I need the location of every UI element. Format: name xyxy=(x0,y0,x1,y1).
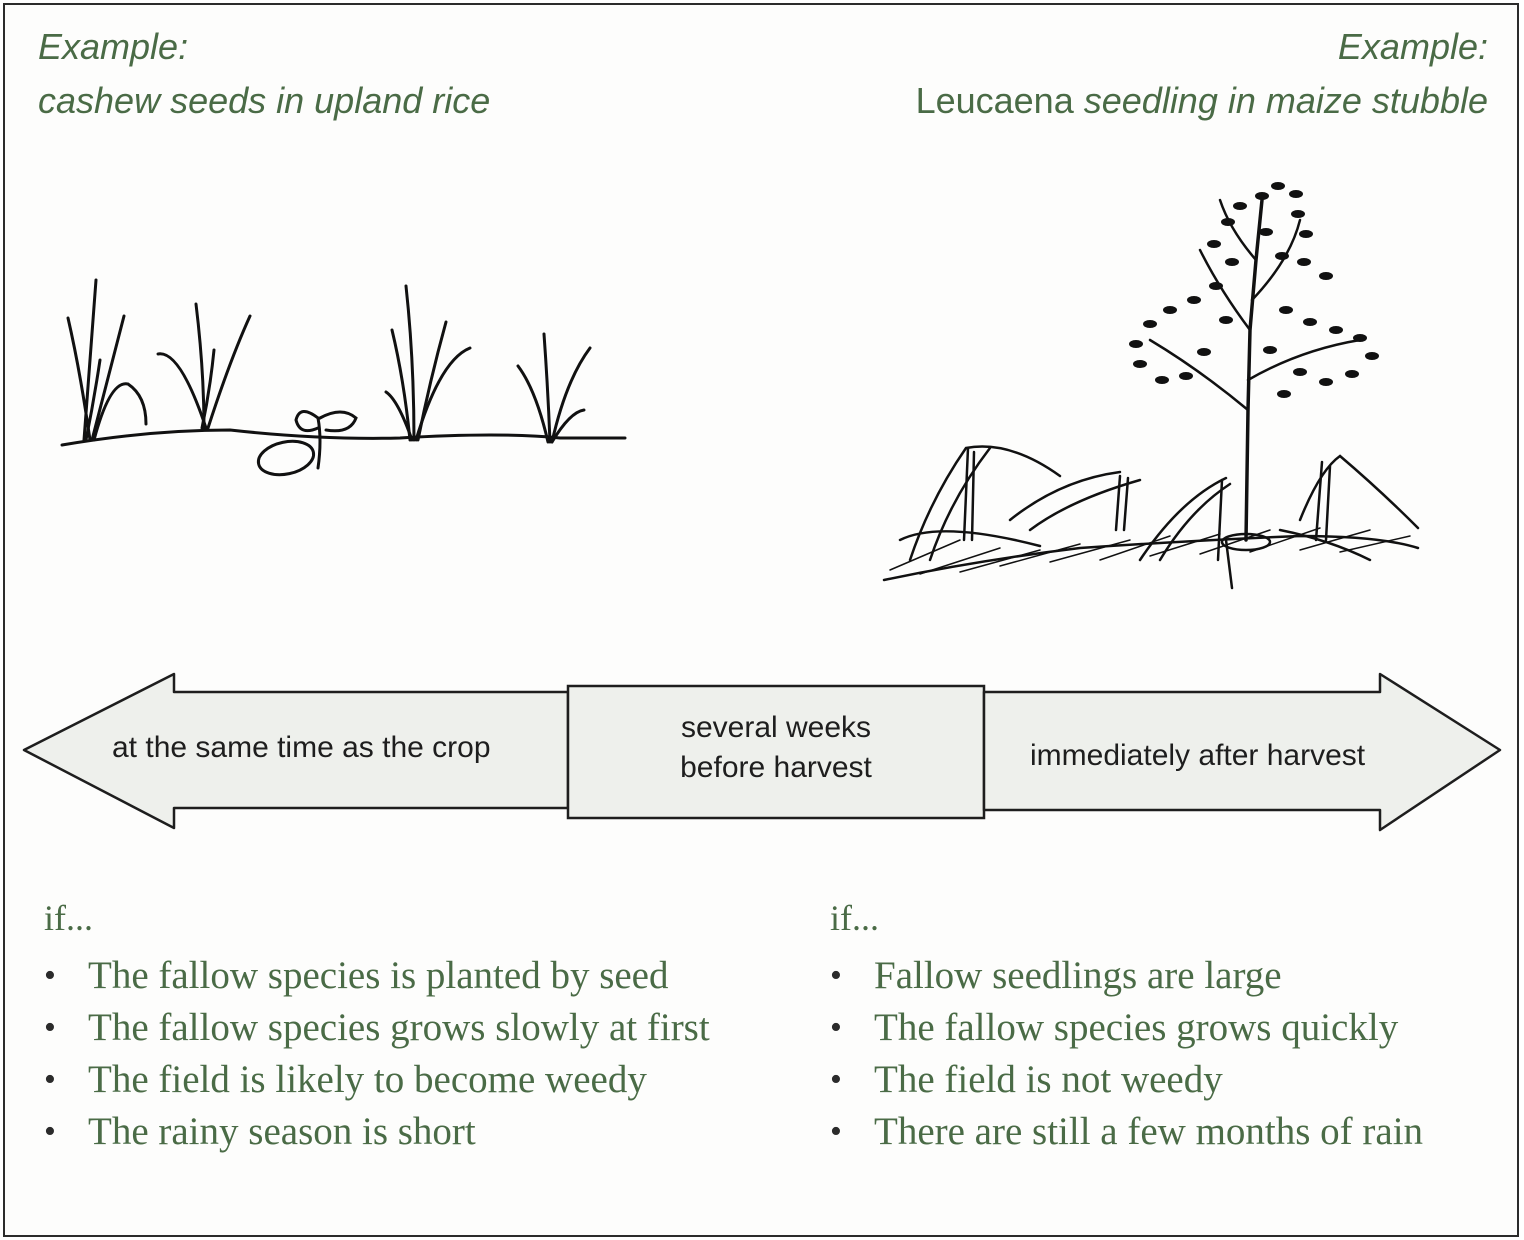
example-right: Example: Leucaena seedling in maize stub… xyxy=(916,20,1488,128)
bullet-icon: • xyxy=(830,1009,842,1046)
bullet-icon: • xyxy=(44,1113,56,1150)
timeline-arrow xyxy=(22,672,1502,832)
maize-stubble-icon xyxy=(898,445,1420,590)
ground-hatching xyxy=(889,527,1411,575)
arrow-middle-box xyxy=(566,684,986,820)
ground-line-right xyxy=(882,534,1420,582)
list-item-text: The field is likely to become weedy xyxy=(88,1058,647,1101)
example-right-caption: Leucaena seedling in maize stubble xyxy=(916,74,1488,128)
arrow-right-label: immediately after harvest xyxy=(1030,739,1366,772)
arrow-middle-line-1: several weeks xyxy=(680,711,872,744)
leucaena-in-stubble-illustration xyxy=(882,182,1420,590)
arrow-middle-label: several weeks before harvest xyxy=(568,708,984,788)
example-right-heading: Example: xyxy=(1337,26,1488,67)
list-item: • There are still a few months of rain xyxy=(830,1106,1510,1158)
rice-plant-1-icon xyxy=(66,278,148,442)
list-item-text: There are still a few months of rain xyxy=(874,1110,1424,1153)
arrow-right-head-icon xyxy=(982,672,1502,832)
example-left-heading: Example: xyxy=(38,26,189,67)
bullet-icon: • xyxy=(830,957,842,994)
figure-frame xyxy=(3,3,1519,1237)
bullet-icon: • xyxy=(44,957,56,994)
conditions-right-list: • Fallow seedlings are large • The fallow … xyxy=(830,950,1510,1158)
tree-icon xyxy=(1148,198,1362,552)
rice-plant-3-icon xyxy=(384,284,472,442)
list-item: • The fallow species grows quickly xyxy=(830,1002,1510,1054)
list-item: • The fallow species grows slowly at firs… xyxy=(44,1002,784,1054)
list-item: • The rainy season is short xyxy=(44,1106,784,1158)
bullet-icon: • xyxy=(830,1061,842,1098)
bullet-icon: • xyxy=(830,1113,842,1150)
bullet-icon: • xyxy=(44,1009,56,1046)
example-left: Example: cashew seeds in upland rice xyxy=(38,20,490,128)
example-right-caption-italic: seedling in maize stubble xyxy=(1083,80,1488,121)
example-right-caption-plain: Leucaena xyxy=(915,80,1074,121)
arrow-left-label: at the same time as the crop xyxy=(112,731,491,764)
list-item-text: Fallow seedlings are large xyxy=(874,954,1282,997)
conditions-left-list: • The fallow species is planted by seed •… xyxy=(44,950,784,1158)
list-item: • The field is not weedy xyxy=(830,1054,1510,1106)
list-item-text: The field is not weedy xyxy=(874,1058,1223,1101)
ground-line-left xyxy=(60,428,627,447)
list-item-text: The fallow species is planted by seed xyxy=(88,954,669,997)
conditions-right: if... • Fallow seedlings are large • The f… xyxy=(830,898,1510,1158)
list-item: • The field is likely to become weedy xyxy=(44,1054,784,1106)
conditions-left: if... • The fallow species is planted by … xyxy=(44,898,784,1158)
example-left-caption: cashew seeds in upland rice xyxy=(38,80,491,121)
tree-foliage xyxy=(1129,182,1379,398)
list-item: • Fallow seedlings are large xyxy=(830,950,1510,1002)
list-item-text: The fallow species grows slowly at first xyxy=(88,1006,710,1049)
arrow-middle-line-2: before harvest xyxy=(680,751,872,784)
list-item: • The fallow species is planted by seed xyxy=(44,950,784,1002)
conditions-right-intro: if... xyxy=(830,898,879,938)
rice-and-cashew-illustration xyxy=(60,278,627,477)
rice-plant-4-icon xyxy=(516,332,592,444)
list-item-text: The rainy season is short xyxy=(88,1110,476,1153)
cashew-seedling-icon xyxy=(256,410,358,477)
bullet-icon: • xyxy=(44,1061,56,1098)
conditions-left-intro: if... xyxy=(44,898,93,938)
rice-plant-2-icon xyxy=(156,302,252,430)
list-item-text: The fallow species grows quickly xyxy=(874,1006,1399,1049)
